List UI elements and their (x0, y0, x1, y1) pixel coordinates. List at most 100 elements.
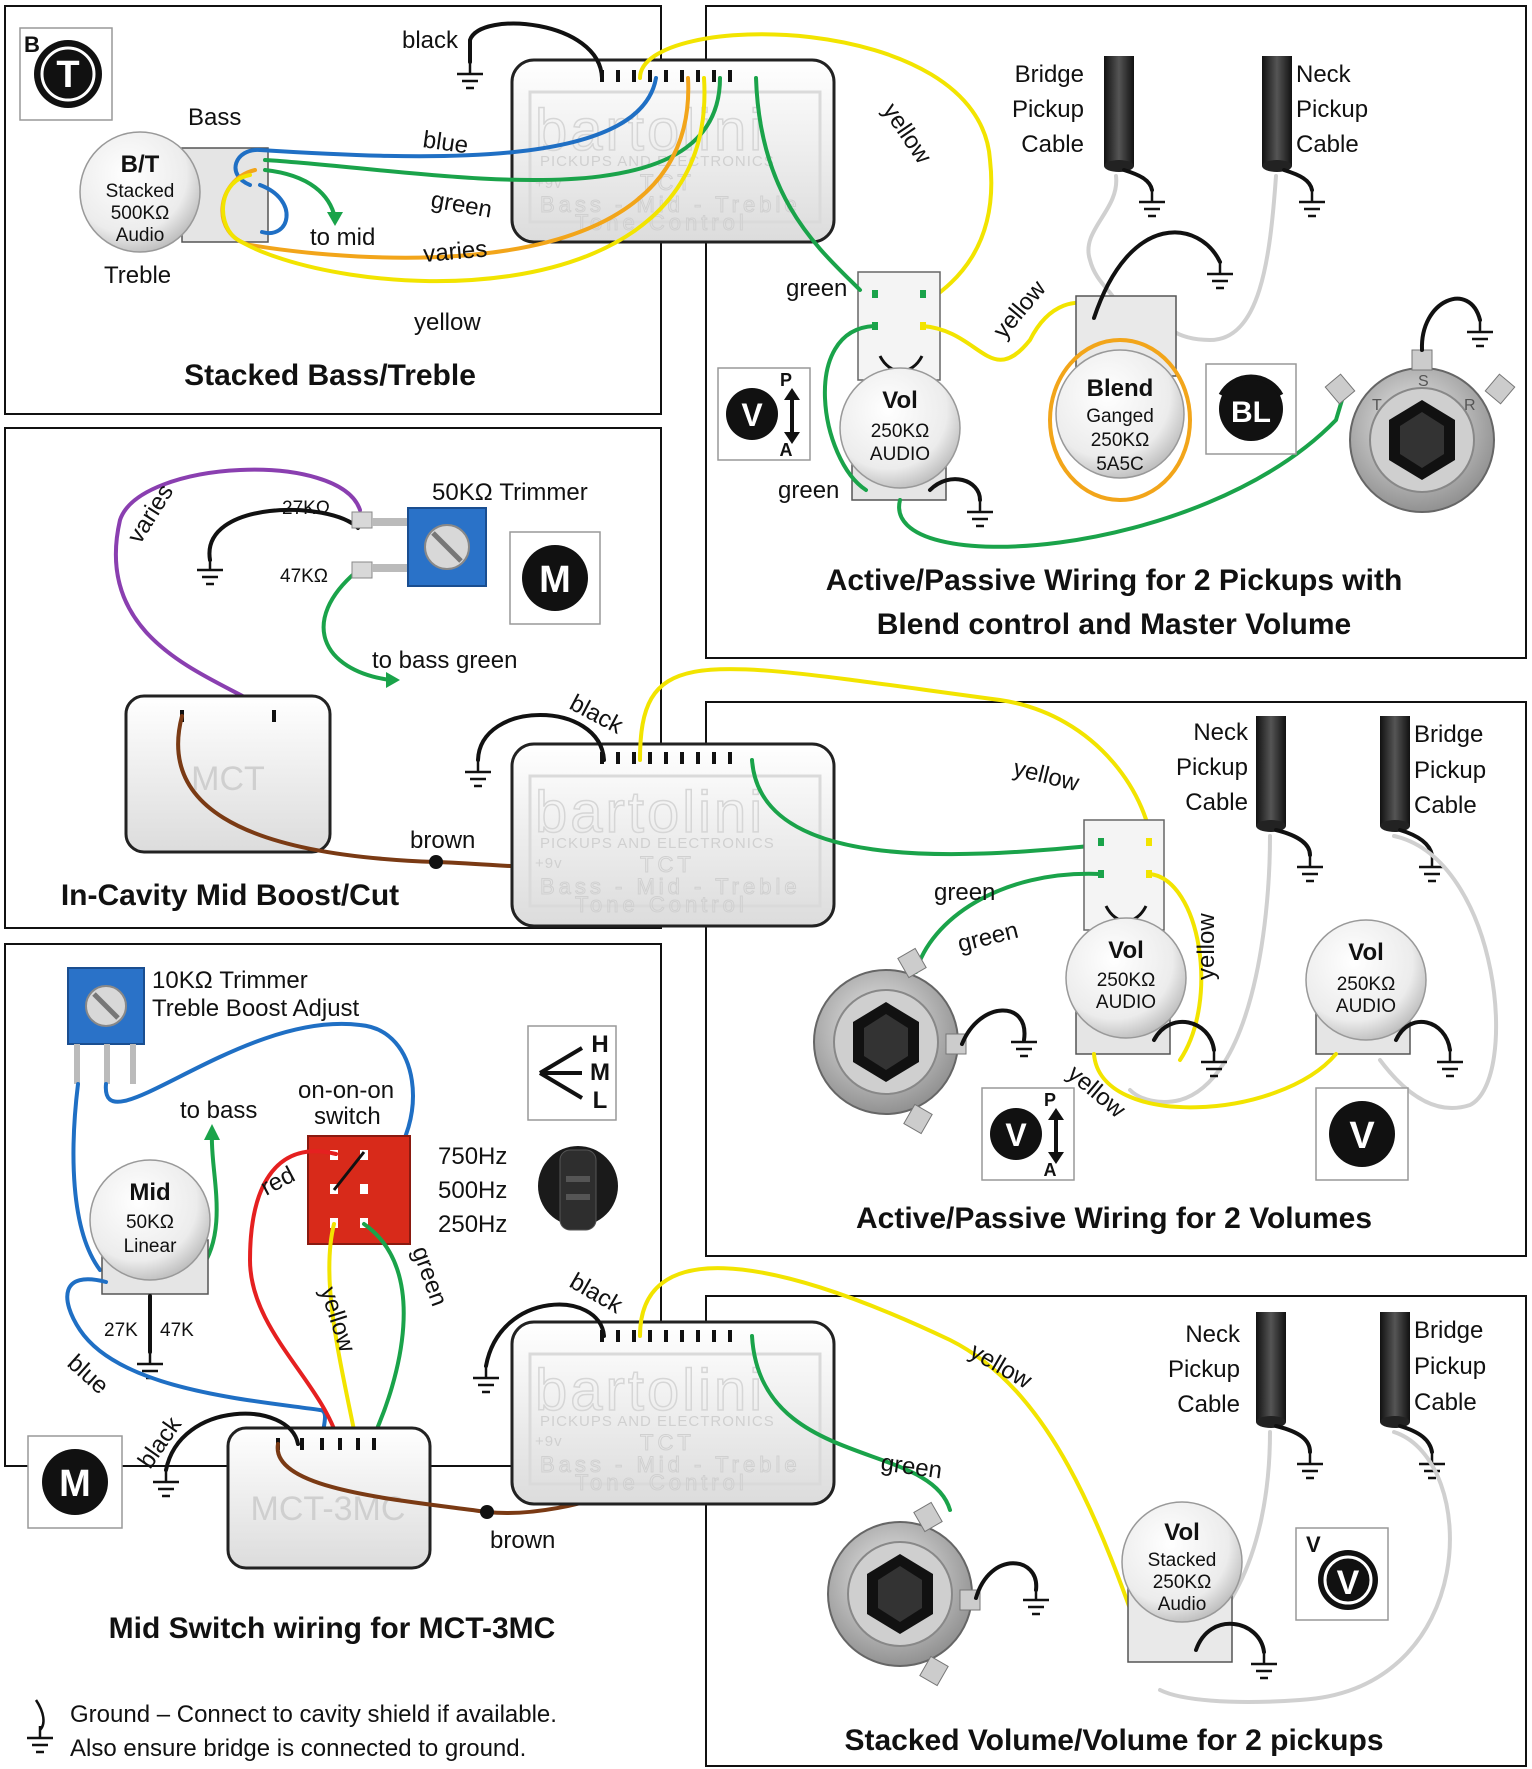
hml-h: H (591, 1031, 608, 1058)
vol1-line2: AUDIO (1096, 992, 1156, 1013)
bridge-cable-3-l1: Bridge (1414, 1317, 1483, 1344)
title-2vol: Active/Passive Wiring for 2 Volumes (856, 1202, 1372, 1235)
label-brown-mid: brown (410, 827, 475, 854)
neck-cable-3-l1: Neck (1185, 1321, 1241, 1348)
icon-hml-badge: H M L (527, 1025, 617, 1121)
wire-yellow-to-vol (638, 32, 994, 302)
wire-black-jack2 (960, 1008, 1027, 1046)
svv-line3: Audio (1158, 1594, 1207, 1615)
vol1-title: Vol (1108, 937, 1144, 964)
label-green-blend: green (786, 275, 847, 302)
icon-mid-badge-2: M (27, 1435, 123, 1529)
bridge-cable-3-l3: Cable (1414, 1389, 1477, 1416)
hml-l: L (593, 1087, 608, 1114)
vol-blend-title: Vol (882, 387, 918, 414)
label-green-svv: green (879, 1449, 944, 1484)
jack-1: T S R (1324, 349, 1516, 513)
title-blend-line2: Blend control and Master Volume (877, 608, 1352, 641)
panel-active-passive-blend (705, 5, 1527, 659)
hml-m: M (590, 1059, 610, 1086)
label-blue: blue (421, 126, 470, 159)
bridge-cable-1-l2: Pickup (1012, 96, 1084, 123)
label-red: red (256, 1161, 299, 1201)
switch-label2: switch (314, 1103, 381, 1130)
label-black: black (402, 27, 459, 54)
wire-blue-trim-switch (103, 1021, 415, 1172)
title-svv: Stacked Volume/Volume for 2 pickups (844, 1724, 1383, 1757)
vol-pot-blend: Vol 250KΩ AUDIO (839, 271, 961, 501)
tct-brand: bartolini (535, 98, 765, 163)
wire-green-tct2 (750, 758, 1102, 857)
label-green2-blend: green (778, 477, 839, 504)
panel-stacked-vol-vol (705, 1295, 1527, 1767)
label-brown-sw: brown (490, 1527, 555, 1554)
r-47k: 47KΩ (280, 566, 328, 587)
label-yellow: yellow (414, 309, 481, 336)
icon-vol-p-1: P (780, 370, 792, 390)
wire-black-mct3mc (164, 1411, 300, 1472)
ground-legend-icon (25, 1699, 55, 1754)
blend-line1: Ganged (1086, 406, 1154, 427)
trimmer-10k (67, 967, 145, 1084)
wire-black-tct2 (476, 713, 606, 762)
icon-corner-letter: B (24, 32, 40, 57)
wire-red (247, 1149, 340, 1442)
bridge-cable-3-l2: Pickup (1414, 1353, 1486, 1380)
neck-cable-1-l2: Pickup (1296, 96, 1368, 123)
svv-line1: Stacked (1148, 1550, 1217, 1571)
mct-module: MCT (124, 694, 332, 854)
tct-voltage: +9v (535, 175, 563, 192)
title-mid-switch: Mid Switch wiring for MCT-3MC (109, 1612, 556, 1645)
tct-desc1: Bass - Mid - Treble (540, 192, 801, 217)
icon-v-badge-svv: V V (1295, 1527, 1389, 1621)
panel-active-passive-2vol (705, 701, 1527, 1257)
wire-yellow-sw (327, 1222, 358, 1442)
wire-yellow-1 (221, 76, 707, 284)
wire-black-vol-gnd (928, 477, 982, 502)
icon-svv-letter: V (1337, 1564, 1360, 1602)
bass-label: Bass (188, 104, 241, 131)
wire-white-bridge2 (1378, 834, 1499, 1110)
label-yellow2-blend: yellow (988, 275, 1052, 344)
icon-vol-a-2: A (1044, 1160, 1057, 1180)
icon-mid-badge-1: M (509, 531, 601, 625)
icon-vol-letter-1: V (741, 397, 763, 433)
vol-blend-line2: AUDIO (870, 444, 930, 465)
icon-blend-text: BL (1231, 396, 1271, 429)
bt-pot-line1: Stacked (106, 181, 175, 202)
blend-line3: 5A5C (1096, 454, 1144, 475)
wire-black-jack1 (1419, 296, 1482, 352)
wire-white-bridge3 (1158, 1430, 1452, 1704)
icon-svv-corner: V (1306, 1532, 1321, 1557)
vol-pot-2vol-1: Vol 250KΩ AUDIO (1065, 819, 1187, 1055)
r-27k: 27KΩ (282, 498, 330, 519)
wire-green-vol-loop (822, 324, 876, 492)
wire-yellow-vol-vol (1092, 1052, 1338, 1110)
wire-yellow-tct2 (638, 667, 1154, 852)
bridge-cable-1-l1: Bridge (1015, 61, 1084, 88)
icon-mid-letter-2: M (59, 1463, 91, 1505)
trimmer-10k-label1: 10KΩ Trimmer (152, 967, 308, 994)
mid-pot-line1: 50KΩ (126, 1212, 174, 1233)
wire-black (468, 21, 604, 80)
switch-label1: on-on-on (298, 1077, 394, 1104)
neck-cable-1-l3: Cable (1296, 131, 1359, 158)
jack-1-r: R (1464, 397, 1476, 414)
icon-tone-badge: T B (19, 27, 113, 121)
bt-pot-title: B/T (121, 151, 160, 178)
blend-pot: Blend Ganged 250KΩ 5A5C (1048, 295, 1192, 502)
vol2-line2: AUDIO (1336, 996, 1396, 1017)
tct-voltage-2: +9v (535, 855, 563, 872)
wire-black-bridge3 (1398, 1424, 1434, 1454)
label-green-2vol: green (934, 879, 995, 906)
r-47k-sw: 47K (160, 1320, 194, 1341)
icon-vol-pa-badge-2: V P A (981, 1087, 1075, 1181)
treble-label: Treble (104, 262, 171, 289)
label-yellow-2vol: yellow (1011, 755, 1083, 797)
wire-green-tct3 (750, 1334, 952, 1512)
label-yellow-svv: yellow (965, 1338, 1037, 1395)
wire-green-vol-top (754, 76, 862, 292)
label-to-bass: to bass (180, 1097, 257, 1124)
freq-750: 750Hz (438, 1143, 507, 1170)
bridge-cable-1-l3: Cable (1021, 131, 1084, 158)
